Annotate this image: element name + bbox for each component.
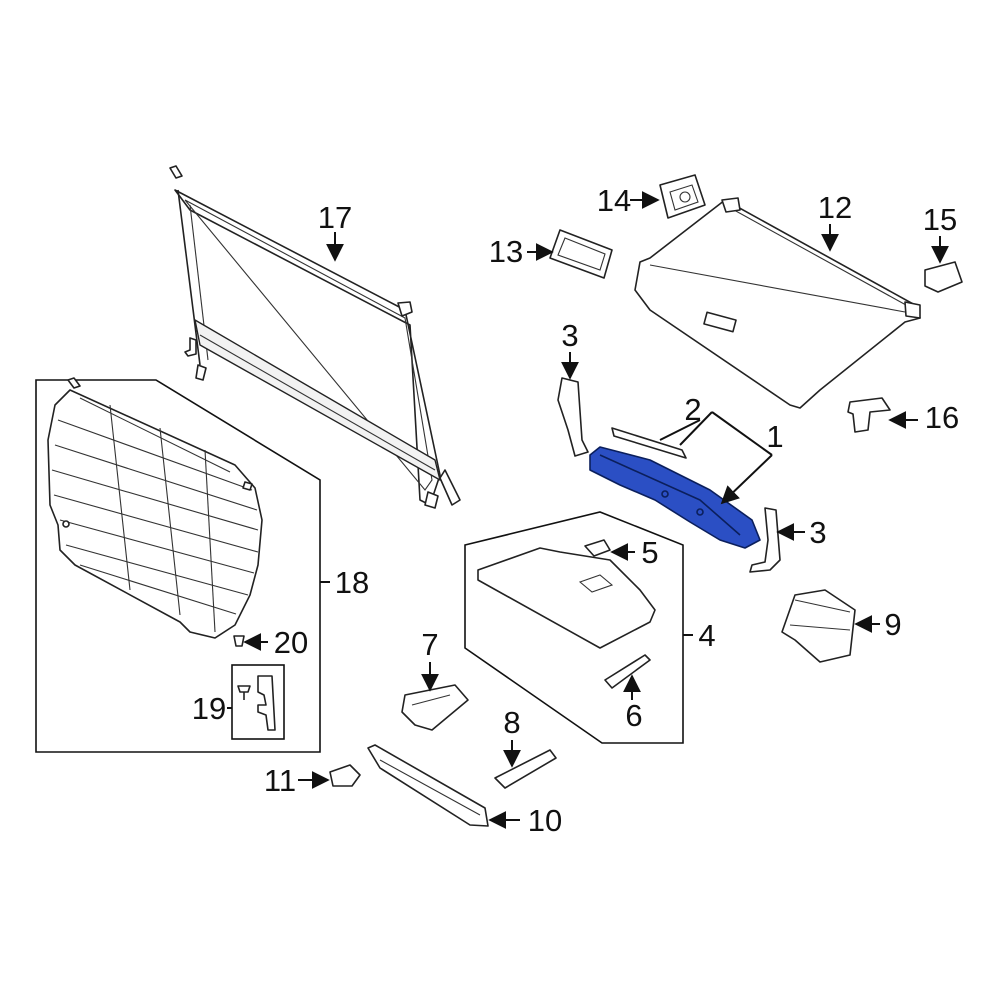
callout-12[interactable]: 12 bbox=[818, 190, 852, 225]
callout-9[interactable]: 9 bbox=[884, 607, 901, 642]
callout-11[interactable]: 11 bbox=[264, 763, 296, 798]
part-12-cargo-cover[interactable] bbox=[634, 197, 921, 409]
callout-2[interactable]: 2 bbox=[684, 392, 701, 427]
callout-7[interactable]: 7 bbox=[421, 627, 438, 662]
part-18-cargo-partition[interactable] bbox=[47, 377, 263, 639]
callout-8[interactable]: 8 bbox=[503, 705, 520, 740]
callout-14[interactable]: 14 bbox=[597, 183, 631, 218]
part-6-strip[interactable] bbox=[604, 654, 651, 689]
part-17-cargo-divider[interactable] bbox=[169, 165, 461, 509]
part-1-rear-panel[interactable] bbox=[589, 446, 761, 549]
callout-6[interactable]: 6 bbox=[625, 698, 642, 733]
part-14-bracket[interactable] bbox=[659, 174, 706, 219]
part-10-sill-plate[interactable] bbox=[367, 744, 489, 827]
part-5-cap[interactable] bbox=[584, 539, 611, 557]
part-8-striker[interactable] bbox=[494, 749, 557, 789]
callout-20[interactable]: 20 bbox=[274, 625, 308, 660]
part-13-cover[interactable] bbox=[549, 229, 613, 279]
part-19-group-box bbox=[231, 664, 285, 740]
callout-18[interactable]: 18 bbox=[335, 565, 369, 600]
leader-lines bbox=[227, 191, 949, 829]
part-3-left-trim[interactable] bbox=[557, 377, 589, 457]
callout-16[interactable]: 16 bbox=[925, 400, 959, 435]
callout-15[interactable]: 15 bbox=[923, 202, 957, 237]
callout-5[interactable]: 5 bbox=[641, 535, 658, 570]
callout-3-left[interactable]: 3 bbox=[561, 318, 578, 353]
part-7-hinge[interactable] bbox=[401, 684, 469, 731]
part-18-group-box bbox=[35, 379, 321, 753]
part-16-holder[interactable] bbox=[847, 397, 891, 433]
callout-4[interactable]: 4 bbox=[698, 618, 715, 653]
part-4-group-box bbox=[464, 511, 684, 744]
part-2-seal[interactable] bbox=[611, 427, 687, 459]
callout-1[interactable]: 1 bbox=[766, 419, 783, 454]
part-15-end-cap[interactable] bbox=[924, 261, 963, 293]
callout-17[interactable]: 17 bbox=[318, 200, 352, 235]
callout-3-right[interactable]: 3 bbox=[809, 515, 826, 550]
callout-19[interactable]: 19 bbox=[192, 691, 226, 726]
callout-13[interactable]: 13 bbox=[489, 234, 523, 269]
part-4-floor-panel[interactable] bbox=[477, 547, 656, 649]
part-19-hook-set[interactable] bbox=[237, 675, 276, 731]
part-9-bin[interactable] bbox=[781, 589, 856, 663]
callout-10[interactable]: 10 bbox=[528, 803, 562, 838]
part-20-clip[interactable] bbox=[233, 635, 245, 647]
callout-labels: 1 2 3 3 4 5 6 7 8 9 10 11 12 13 14 15 16… bbox=[192, 183, 959, 838]
part-11-clip[interactable] bbox=[329, 764, 361, 787]
